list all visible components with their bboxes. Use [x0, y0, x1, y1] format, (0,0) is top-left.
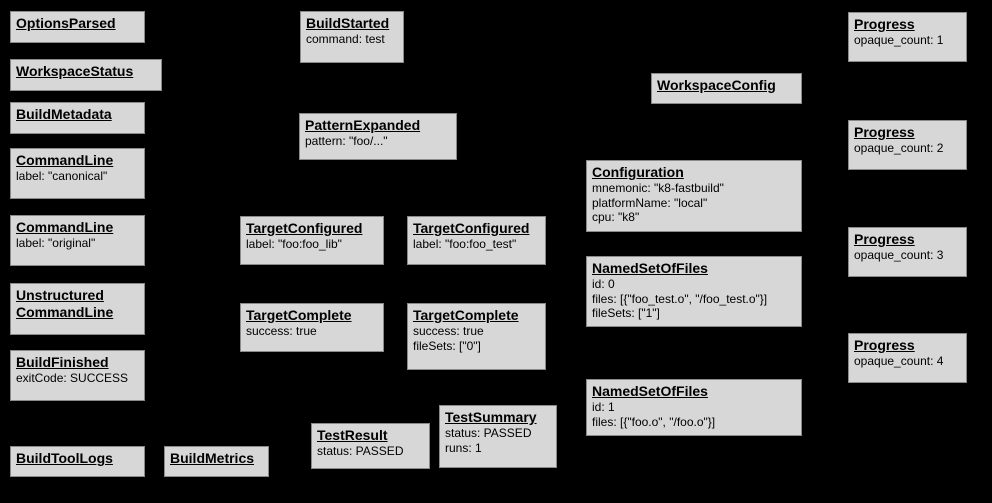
node-title: BuildMetrics — [170, 450, 255, 466]
node-fields: opaque_count: 2 — [854, 141, 944, 155]
node-title: TargetConfigured — [246, 220, 363, 236]
node-title: Unstructured CommandLine — [16, 287, 114, 320]
node-fields: opaque_count: 4 — [854, 354, 944, 368]
node-build-tool-logs[interactable]: BuildToolLogs — [10, 446, 145, 477]
node-fields: pattern: "foo/..." — [305, 134, 388, 148]
node-fields: id: 1 files: [{"foo.o", "/foo.o"}] — [592, 400, 716, 429]
node-title: Progress — [854, 16, 915, 32]
node-title: BuildToolLogs — [16, 450, 113, 466]
node-title: BuildMetadata — [16, 106, 112, 122]
node-fields: status: PASSED — [317, 444, 404, 458]
node-title: WorkspaceConfig — [657, 77, 776, 93]
node-title: CommandLine — [16, 219, 114, 235]
node-title: TargetComplete — [246, 307, 352, 323]
node-fields: exitCode: SUCCESS — [16, 371, 129, 385]
node-title: BuildFinished — [16, 354, 109, 370]
node-title: Configuration — [592, 164, 684, 180]
node-workspace-status[interactable]: WorkspaceStatus — [10, 59, 162, 91]
node-title: TargetComplete — [413, 307, 519, 323]
node-fields: label: "original" — [16, 236, 96, 250]
node-build-metadata[interactable]: BuildMetadata — [10, 102, 145, 134]
node-fields: label: "foo:foo_test" — [413, 237, 517, 251]
node-unstructured-command-line[interactable]: Unstructured CommandLine — [10, 283, 145, 335]
node-title: WorkspaceStatus — [16, 63, 134, 79]
node-fields: status: PASSED runs: 1 — [445, 426, 532, 455]
node-title: TestResult — [317, 427, 388, 443]
node-fields: mnemonic: "k8-fastbuild" platformName: "… — [592, 181, 724, 224]
node-fields: opaque_count: 1 — [854, 33, 944, 47]
node-title: CommandLine — [16, 152, 114, 168]
node-fields: id: 0 files: [{"foo_test.o", "/foo_test.… — [592, 277, 768, 320]
node-title: TestSummary — [445, 409, 537, 425]
node-title: Progress — [854, 337, 915, 353]
node-fields: success: true — [246, 324, 317, 338]
node-title: NamedSetOfFiles — [592, 383, 708, 399]
node-title: NamedSetOfFiles — [592, 260, 708, 276]
node-title: Progress — [854, 231, 915, 247]
node-fields: command: test — [306, 32, 385, 46]
node-options-parsed[interactable]: OptionsParsed — [10, 11, 145, 43]
node-title: BuildStarted — [306, 15, 390, 31]
node-fields: opaque_count: 3 — [854, 248, 944, 262]
node-title: Progress — [854, 124, 915, 140]
node-title: OptionsParsed — [16, 15, 116, 31]
node-fields: label: "canonical" — [16, 169, 108, 183]
node-title: TargetConfigured — [413, 220, 530, 236]
node-build-metrics[interactable]: BuildMetrics — [164, 446, 269, 477]
node-title: PatternExpanded — [305, 117, 421, 133]
node-fields: success: true fileSets: ["0"] — [413, 324, 484, 353]
node-fields: label: "foo:foo_lib" — [246, 237, 342, 251]
node-workspace-config[interactable]: WorkspaceConfig — [651, 73, 802, 104]
